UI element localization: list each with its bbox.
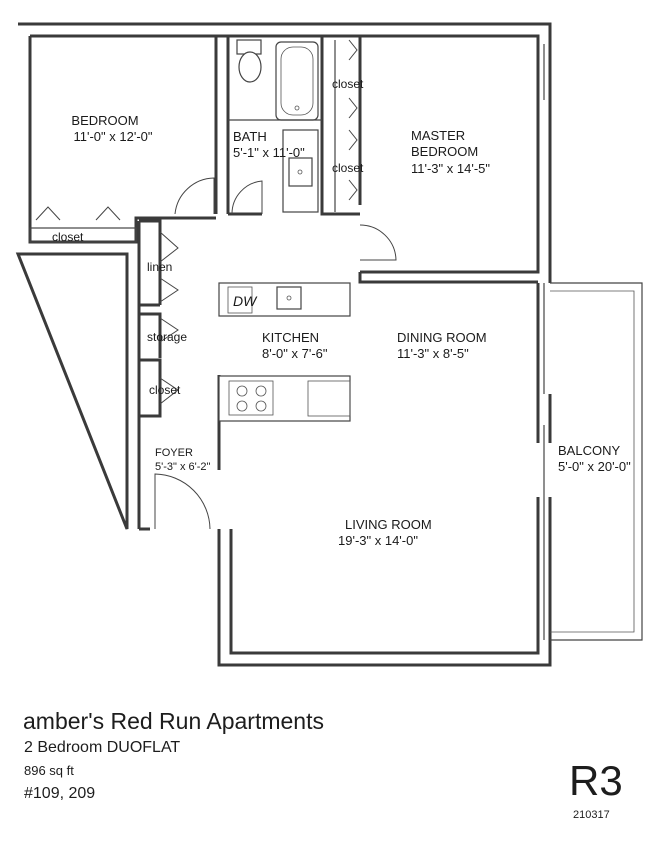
kitchen-name: KITCHEN xyxy=(262,330,319,345)
foyer-name: FOYER xyxy=(155,447,193,459)
square-footage: 896 sq ft xyxy=(24,763,74,778)
bath-dims: 5'-1" x 11'-0" xyxy=(233,145,305,160)
dining-name: DINING ROOM xyxy=(397,330,487,345)
living-name: LIVING ROOM xyxy=(345,517,432,532)
bedroom-dims: 11'-0" x 12'-0" xyxy=(74,129,153,144)
dining-dims: 11'-3" x 8'-5" xyxy=(397,346,469,361)
dishwasher-label: DW xyxy=(233,293,258,309)
master-closet-top-label: closet xyxy=(332,77,364,91)
kitchen-counters xyxy=(218,282,351,422)
bedroom-name: BEDROOM xyxy=(71,113,138,128)
interior-walls xyxy=(137,36,538,531)
master-name-line1: MASTER xyxy=(411,128,465,143)
refrigerator xyxy=(307,380,351,417)
master-closet-bottom-label: closet xyxy=(332,161,364,175)
balcony-name: BALCONY xyxy=(558,443,620,458)
door-swings xyxy=(154,177,397,530)
balcony-dims: 5'-0" x 20'-0" xyxy=(558,459,631,474)
sink xyxy=(288,157,313,187)
hall-closet-label: closet xyxy=(149,383,181,397)
master-dims: 11'-3" x 14'-5" xyxy=(411,161,490,176)
plan-subtitle: 2 Bedroom DUOFLAT xyxy=(24,739,181,756)
plan-code: R3 xyxy=(569,757,623,804)
bedroom-closet-label: closet xyxy=(52,230,84,244)
bath-name: BATH xyxy=(233,129,267,144)
kitchen-sink xyxy=(276,286,302,310)
storage-label: storage xyxy=(147,330,187,344)
stove xyxy=(228,380,274,416)
bedroom-closet xyxy=(29,206,137,243)
master-name-line2: BEDROOM xyxy=(411,144,478,159)
linen-label: linen xyxy=(147,260,172,274)
dishwasher xyxy=(227,286,253,314)
toilet-bowl xyxy=(238,51,262,83)
living-dims: 19'-3" x 14'-0" xyxy=(338,533,418,548)
kitchen-dims: 8'-0" x 7'-6" xyxy=(262,346,328,361)
plan-number: 210317 xyxy=(573,809,610,821)
foyer-dims: 5'-3" x 6'-2" xyxy=(155,461,211,473)
bath-fixtures xyxy=(228,39,322,213)
range-counter xyxy=(218,375,351,422)
balcony xyxy=(543,44,643,641)
unit-numbers: #109, 209 xyxy=(24,785,96,802)
master-closet-doors xyxy=(334,39,358,212)
floor-plan: BEDROOM 11'-0" x 12'-0" closet BATH 5'-1… xyxy=(15,22,643,667)
property-title: amber's Red Run Apartments xyxy=(23,708,324,734)
